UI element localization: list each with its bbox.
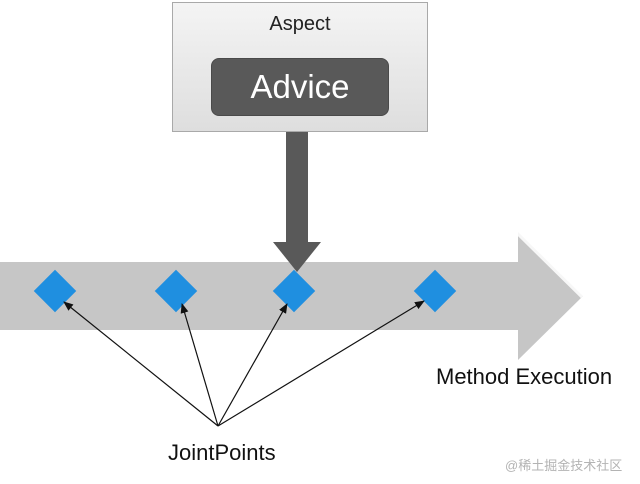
joinpoint-connector [180,303,219,427]
joinpoint-diamond [154,269,198,313]
advice-box: Advice [211,58,389,116]
advice-pointer-head [273,242,321,272]
aspect-title: Aspect [269,13,331,35]
watermark: @稀土掘金技术社区 [505,458,623,473]
aspect-box: Aspect Advice [172,2,428,132]
advice-pointer-shaft [286,132,308,244]
joinpoint-diamond [272,269,316,313]
joinpoint-connector [217,303,288,427]
joinpoint-connector [217,300,425,427]
execution-arrow-highlight [515,229,586,299]
joinpoints-label: JointPoints [168,440,276,465]
method-execution-label: Method Execution [436,364,613,389]
joinpoint-connector [63,301,219,427]
